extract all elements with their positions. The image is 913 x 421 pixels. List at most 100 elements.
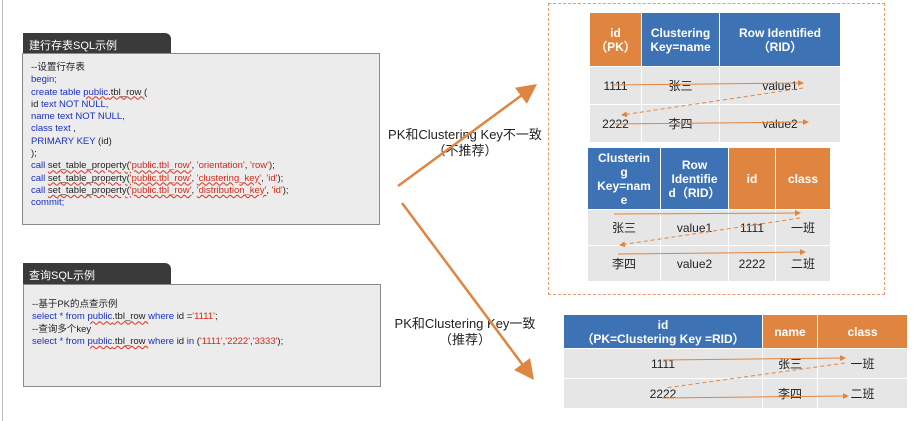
- code-line: id text NOT NULL,: [31, 99, 371, 111]
- code-token: (: [196, 335, 200, 347]
- code-token: ,: [191, 184, 197, 196]
- scan-arrow: [664, 362, 846, 389]
- scan-arrow: [613, 210, 801, 217]
- code-token: id =: [176, 311, 193, 323]
- code-token: .tbl_row: [112, 311, 149, 323]
- match-note: （推荐）: [438, 332, 491, 347]
- column-header: id （PK）: [589, 12, 642, 67]
- code-token: 'id': [266, 172, 278, 184]
- column-header: id: [728, 147, 776, 210]
- code-token: '1111': [192, 311, 215, 323]
- code-token: ,: [222, 335, 226, 347]
- code-line: --设置行存表: [31, 62, 371, 74]
- code-token: ,: [70, 123, 76, 135]
- table-cell: 2222: [728, 245, 776, 282]
- column-header: class: [817, 314, 908, 349]
- scan-arrow: [662, 355, 846, 362]
- table-cell: 一班: [775, 209, 831, 246]
- code-token: '1111': [199, 335, 223, 347]
- code-token: ,: [266, 184, 272, 196]
- code-line: begin;: [31, 74, 371, 86]
- code-token: .tbl_row (: [108, 86, 148, 98]
- code-line: call set_table_property('public.tbl_row'…: [31, 173, 371, 185]
- code-token: );: [277, 172, 284, 184]
- code-token: class text: [31, 123, 71, 135]
- table-cell: 2222: [563, 378, 763, 409]
- code-token: .tbl_row: [112, 335, 149, 347]
- code-token: --基于PK的点查示例: [32, 299, 118, 310]
- code-token: set_table_property(: [47, 172, 130, 184]
- code-token: 'public.tbl_row': [129, 184, 192, 196]
- code-token: (id): [95, 135, 112, 147]
- code-token: where: [148, 335, 177, 347]
- mismatch-note: （不推荐）: [432, 143, 498, 158]
- code-line: commit;: [31, 197, 371, 209]
- code-token: public: [83, 86, 109, 98]
- arrow-to-match: [400, 202, 534, 381]
- column-header: Row Identifie d（RID）: [660, 147, 729, 210]
- code-token: ,: [250, 335, 253, 347]
- code-token: '3333': [252, 335, 278, 347]
- code-token: set_table_property(: [47, 160, 130, 172]
- code-token: );: [277, 335, 284, 347]
- left-edge-divider: [2, 0, 3, 421]
- column-header: Clustering Key=name: [641, 12, 720, 67]
- scan-arrow: [619, 217, 801, 248]
- code-token: id: [31, 98, 42, 110]
- table-cell: value1: [719, 66, 841, 105]
- code-token: );: [268, 160, 275, 172]
- code-line: --基于PK的点查示例: [32, 299, 372, 311]
- code-token: create table: [31, 86, 84, 98]
- code-token: ;: [214, 311, 218, 323]
- mismatch-label: PK和Clustering Key不一致 （不推荐）: [385, 127, 545, 159]
- code-token: begin;: [31, 74, 57, 86]
- code-line: select * from public.tbl_row where id ='…: [32, 311, 372, 323]
- column-header: Row Identified （RID）: [719, 12, 841, 67]
- code-token: public: [87, 311, 113, 323]
- code-token: 'id': [271, 184, 283, 196]
- not-recommended-dashed-frame: [548, 3, 885, 295]
- code-token: );: [282, 184, 289, 196]
- code-token: public: [87, 335, 113, 347]
- table-cell: 一班: [817, 348, 908, 379]
- scan-arrow: [613, 80, 804, 87]
- scan-arrow: [614, 119, 809, 126]
- code-line: );: [31, 148, 371, 160]
- code-token: name text NOT NULL,: [31, 111, 125, 123]
- code-line: PRIMARY KEY (id): [31, 136, 371, 148]
- scan-arrow: [621, 87, 804, 118]
- code-token: call: [31, 184, 48, 196]
- table-cell: value2: [719, 104, 841, 143]
- create-sql-tab: 建行存表SQL示例: [23, 33, 171, 54]
- column-header: class: [775, 147, 831, 210]
- code-token: where: [148, 311, 177, 323]
- query-sql-tab: 查询SQL示例: [23, 263, 171, 285]
- code-token: 'public.tbl_row': [129, 172, 192, 184]
- table-cell: 李四: [587, 245, 661, 282]
- code-token: set_table_property(: [47, 184, 130, 196]
- code-token: 'row': [250, 160, 269, 172]
- column-header: Clusterin g Key=nam e: [587, 147, 661, 210]
- code-token: ,: [191, 160, 197, 172]
- code-token: ,: [191, 172, 197, 184]
- code-token: ,: [244, 160, 251, 172]
- code-line: --查询多个key: [32, 324, 372, 336]
- table-cell: 1111: [589, 66, 642, 105]
- arrow-to-mismatch: [397, 84, 538, 188]
- code-token: id: [176, 335, 187, 347]
- table-cell: value1: [660, 209, 729, 246]
- code-token: 'distribution_key': [196, 184, 267, 196]
- code-line: call set_table_property('public.tbl_row'…: [31, 185, 371, 197]
- code-token: --查询多个key: [32, 323, 92, 335]
- column-header: name: [762, 314, 818, 349]
